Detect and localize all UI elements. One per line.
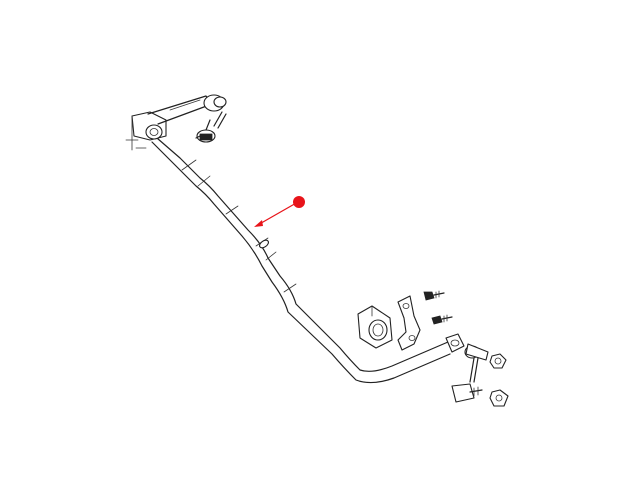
callout-leader xyxy=(254,201,299,227)
bushing xyxy=(357,305,393,349)
retainer-bolt-lower xyxy=(431,314,453,325)
link-nut-upper xyxy=(489,353,507,369)
stabilizer-bar xyxy=(149,131,451,384)
bushing-retainer-bracket xyxy=(397,295,421,351)
right-stabilizer-link xyxy=(451,343,489,403)
retainer-bolt-upper xyxy=(423,290,445,301)
bar-end-eye-right xyxy=(445,333,465,353)
link-nut-lower xyxy=(489,389,509,407)
callout-marker[interactable] xyxy=(293,196,305,208)
left-link-assembly xyxy=(125,94,227,151)
